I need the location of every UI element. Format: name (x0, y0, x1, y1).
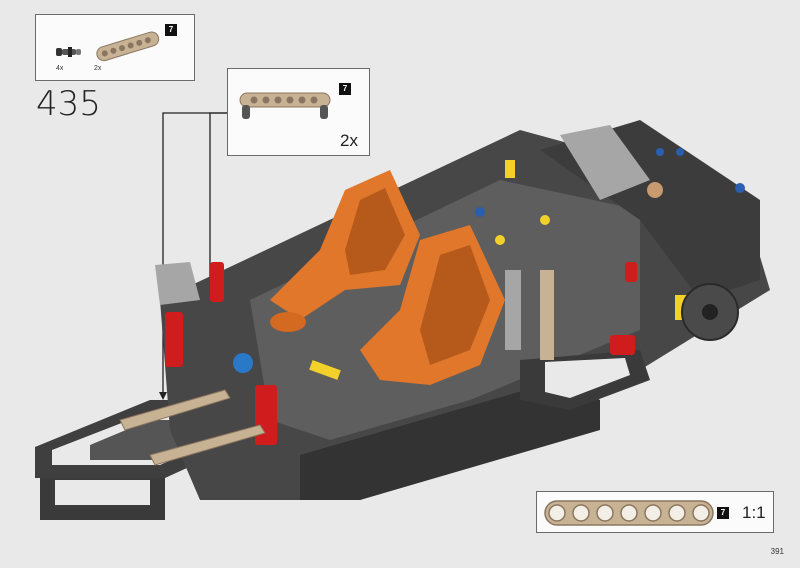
callout-box: 7 2x (227, 68, 370, 156)
connector-pin-icon (56, 47, 81, 57)
tan-beam-7-icon (96, 31, 160, 62)
parts-list-box: 4x 2x 7 (35, 14, 195, 81)
wheel-hub (681, 283, 739, 341)
step-number: 435 (36, 84, 101, 124)
orange-seats (270, 170, 505, 385)
scale-color-badge: 7 (717, 507, 729, 519)
color-code-badge: 7 (165, 24, 177, 36)
callout-color-badge: 7 (339, 83, 351, 95)
arrow-head-left (159, 392, 167, 400)
placed-tan-beams (119, 389, 266, 466)
page-number: 391 (770, 547, 784, 556)
pin-qty: 4x (56, 65, 64, 72)
scale-label: 1:1 (742, 503, 766, 522)
tan-bent-beam-icon (239, 92, 331, 119)
tan-beam-7-icon (544, 500, 714, 526)
accents (233, 148, 745, 380)
beam-qty: 2x (94, 65, 102, 72)
scale-box: 7 1:1 (536, 491, 774, 533)
callout-qty: 2x (340, 131, 358, 150)
gray-parts (155, 125, 650, 350)
